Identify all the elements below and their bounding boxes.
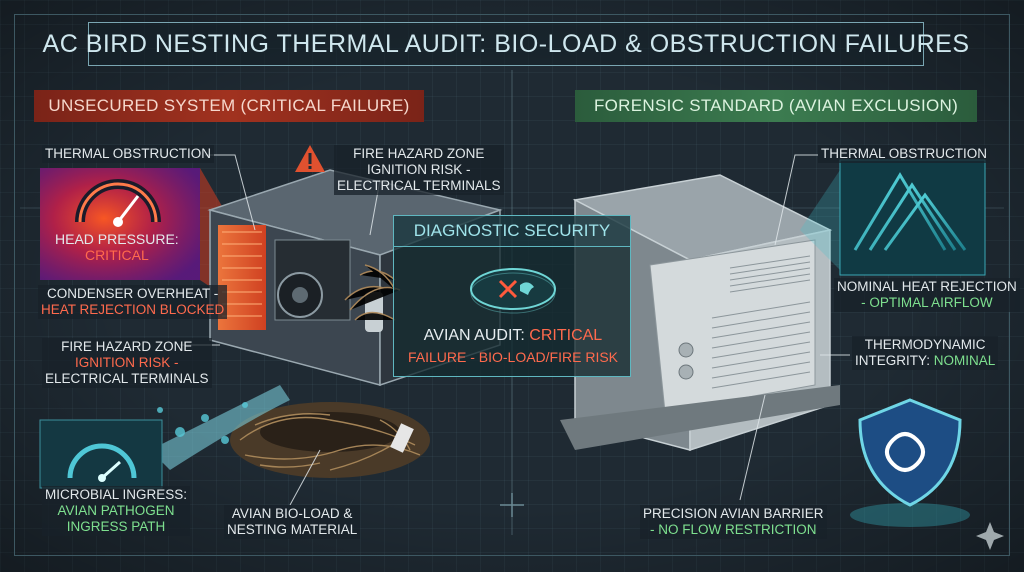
leader-lines-right xyxy=(739,154,850,501)
left-fire-hazard-line2: ELECTRICAL TERMINALS xyxy=(45,371,209,386)
top-fire-hazard-line2: ELECTRICAL TERMINALS xyxy=(337,178,501,193)
microbial-line1: AVIAN PATHOGEN xyxy=(57,503,175,518)
top-fire-hazard-label: FIRE HAZARD ZONE IGNITION RISK - ELECTRI… xyxy=(334,145,504,195)
left-fire-hazard-label: FIRE HAZARD ZONE IGNITION RISK - ELECTRI… xyxy=(42,338,212,388)
page-title: AC BIRD NESTING THERMAL AUDIT: BIO-LOAD … xyxy=(42,29,970,58)
nesting-material xyxy=(230,402,430,478)
microbe-dots xyxy=(157,402,248,444)
barrier-line2: - NO FLOW RESTRICTION xyxy=(650,522,817,537)
head-pressure-value: CRITICAL xyxy=(84,247,149,263)
microbial-label: MICROBIAL INGRESS: AVIAN PATHOGEN INGRES… xyxy=(42,486,191,536)
warning-icon xyxy=(295,145,325,172)
head-pressure-title: HEAD PRESSURE: xyxy=(55,231,179,247)
nominal-heat-label: NOMINAL HEAT REJECTION - OPTIMAL AIRFLOW xyxy=(834,278,1020,312)
nominal-line2: - OPTIMAL AIRFLOW xyxy=(861,295,993,310)
gauge-icon xyxy=(67,443,137,482)
blower-fan xyxy=(274,239,351,321)
condenser-label: CONDENSER OVERHEAT - HEAT REJECTION BLOC… xyxy=(38,285,228,319)
right-banner: FORENSIC STANDARD (AVIAN EXCLUSION) xyxy=(575,90,977,122)
avian-audit-line2: FAILURE - BIO-LOAD/FIRE RISK xyxy=(407,349,619,365)
condenser-line2: HEAT REJECTION BLOCKED xyxy=(41,302,225,317)
thermo-line1: THERMODYNAMIC xyxy=(864,337,986,352)
diagnostic-panel: AVIAN AUDIT: CRITICAL FAILURE - BIO-LOAD… xyxy=(393,247,631,377)
avian-audit-label: AVIAN AUDIT: xyxy=(423,327,525,344)
nest-label: AVIAN BIO-LOAD & NESTING MATERIAL xyxy=(224,505,361,539)
nest-line2: NESTING MATERIAL xyxy=(227,522,358,537)
sparkle-icon xyxy=(976,522,1004,550)
microbial-line2: INGRESS PATH xyxy=(66,519,166,534)
bird-cross-icon xyxy=(470,268,556,314)
gauge-icon xyxy=(75,179,161,227)
left-fire-hazard-title: FIRE HAZARD ZONE xyxy=(61,339,193,354)
right-ac-unit xyxy=(560,174,840,452)
microbial-title: MICROBIAL INGRESS: xyxy=(45,487,188,502)
left-banner: UNSECURED SYSTEM (CRITICAL FAILURE) xyxy=(34,90,424,122)
nest-line1: AVIAN BIO-LOAD & xyxy=(231,506,353,521)
optimal-coil-inset xyxy=(839,159,986,276)
nominal-line1: NOMINAL HEAT REJECTION xyxy=(837,279,1017,294)
avian-audit-line: AVIAN AUDIT: CRITICAL xyxy=(394,327,632,345)
title-box: AC BIRD NESTING THERMAL AUDIT: BIO-LOAD … xyxy=(43,22,969,66)
top-fire-hazard-title: FIRE HAZARD ZONE xyxy=(353,146,485,161)
pathogen-path xyxy=(150,385,290,470)
thermo-label: THERMODYNAMIC INTEGRITY: NOMINAL xyxy=(852,336,999,370)
left-thermal-obstruction-label: THERMAL OBSTRUCTION xyxy=(42,145,215,163)
left-fire-hazard-line1: IGNITION RISK - xyxy=(75,355,179,370)
overheated-coil xyxy=(218,225,266,330)
barrier-label: PRECISION AVIAN BARRIER - NO FLOW RESTRI… xyxy=(640,505,827,539)
barrier-line1: PRECISION AVIAN BARRIER xyxy=(643,506,824,521)
head-pressure-label: HEAD PRESSURE: CRITICAL xyxy=(52,230,182,264)
shield-icon xyxy=(850,398,970,527)
right-thermal-obstruction-label: THERMAL OBSTRUCTION xyxy=(818,145,991,163)
thermo-integrity-value: NOMINAL xyxy=(933,353,996,368)
top-fire-hazard-line1: IGNITION RISK - xyxy=(367,162,471,177)
diagnostic-title: DIAGNOSTIC SECURITY xyxy=(393,215,631,247)
avian-audit-value: CRITICAL xyxy=(529,327,603,344)
thermo-integrity-label: INTEGRITY: xyxy=(855,353,931,368)
condenser-line1: CONDENSER OVERHEAT - xyxy=(47,286,219,301)
